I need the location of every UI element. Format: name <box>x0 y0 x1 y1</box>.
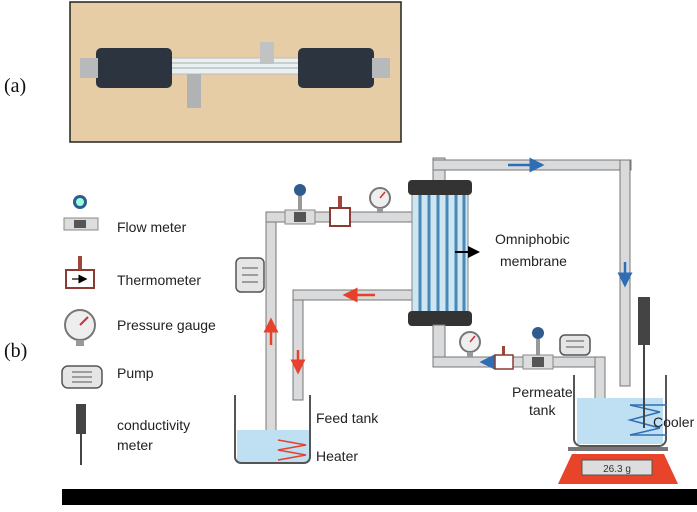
permeate-thermometer-icon <box>494 346 514 370</box>
feed-flow-meter-icon <box>284 184 316 225</box>
conductivity-meter-icon <box>76 404 86 465</box>
legend-label: Thermometer <box>117 272 201 288</box>
legend-label: meter <box>117 437 153 453</box>
heater-coil-icon <box>277 439 307 461</box>
legend-label: Flow meter <box>117 219 187 235</box>
thermometer-icon <box>65 256 95 289</box>
feed-pressure-gauge-icon <box>369 187 391 213</box>
permeate-pump-icon <box>559 334 591 356</box>
permeate-flow-meter-icon <box>522 327 554 370</box>
conductivity-meter-probe-icon <box>638 297 650 428</box>
pressure-gauge-icon <box>64 309 96 346</box>
feed-thermometer-icon <box>329 196 351 227</box>
permeate-tank-label: Permeate <box>512 384 573 400</box>
feed-tank-label: Feed tank <box>316 410 379 426</box>
legend-label: Pressure gauge <box>117 317 216 333</box>
heater-label: Heater <box>316 448 358 464</box>
feed-pump-icon <box>235 257 265 293</box>
balance-scale <box>558 447 678 484</box>
permeate-pressure-gauge-icon <box>459 331 481 357</box>
membrane-label: membrane <box>500 253 567 269</box>
cooler-label: Cooler <box>653 414 695 430</box>
membrane-module-photo <box>69 1 402 143</box>
feed-tank <box>234 395 311 464</box>
bench-surface <box>62 489 697 505</box>
flow-meter-icon <box>63 195 99 231</box>
membrane-label: Omniphobic <box>495 231 570 247</box>
permeate-tank <box>573 375 667 447</box>
cooler-coil-icon <box>627 404 661 436</box>
scale-reading: 26.3 g <box>603 464 631 475</box>
membrane-module <box>408 157 480 326</box>
panel-label-b: (b) <box>4 340 27 362</box>
legend-label: Pump <box>117 365 154 381</box>
panel-label-a: (a) <box>4 75 26 97</box>
permeate-tank-label: tank <box>529 402 556 418</box>
legend-label: conductivity <box>117 417 190 433</box>
pump-icon <box>61 365 103 389</box>
